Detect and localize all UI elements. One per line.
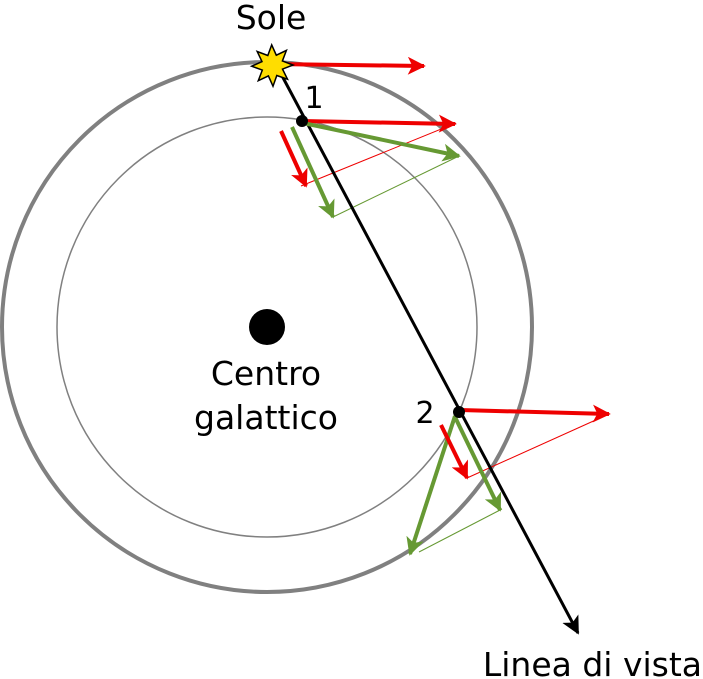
- galactic-center: [249, 309, 285, 345]
- sun-velocity-arrow: [271, 56, 426, 75]
- sun-label: Sole: [236, 0, 307, 37]
- construction-line-red-1: [300, 122, 457, 187]
- velocity-arrow-2: [459, 404, 611, 423]
- sun-star-icon: [249, 42, 296, 89]
- velocity-arrow-1: [301, 114, 457, 133]
- center-label-line2: galattico: [194, 398, 338, 437]
- radial-component-green-2: [453, 416, 502, 512]
- construction-line-green-2: [418, 508, 503, 553]
- line-of-sight-label: Linea di vista: [483, 645, 702, 679]
- relative-velocity-arrow-1: [302, 121, 461, 162]
- radial-component-green-1: [290, 126, 335, 219]
- construction-line-green-1: [332, 155, 460, 218]
- line-of-sight-arrow: [278, 71, 580, 635]
- point-1-dot: [296, 115, 308, 127]
- inner-orbit: [56, 116, 478, 538]
- point-2-dot: [453, 406, 465, 418]
- point-2-label: 2: [415, 396, 434, 431]
- point-1-label: 1: [304, 81, 323, 116]
- radial-component-red-1: [279, 130, 308, 188]
- construction-line-red-2: [466, 413, 610, 479]
- center-label-line1: Centro: [211, 354, 321, 393]
- radial-component-red-2: [439, 424, 469, 480]
